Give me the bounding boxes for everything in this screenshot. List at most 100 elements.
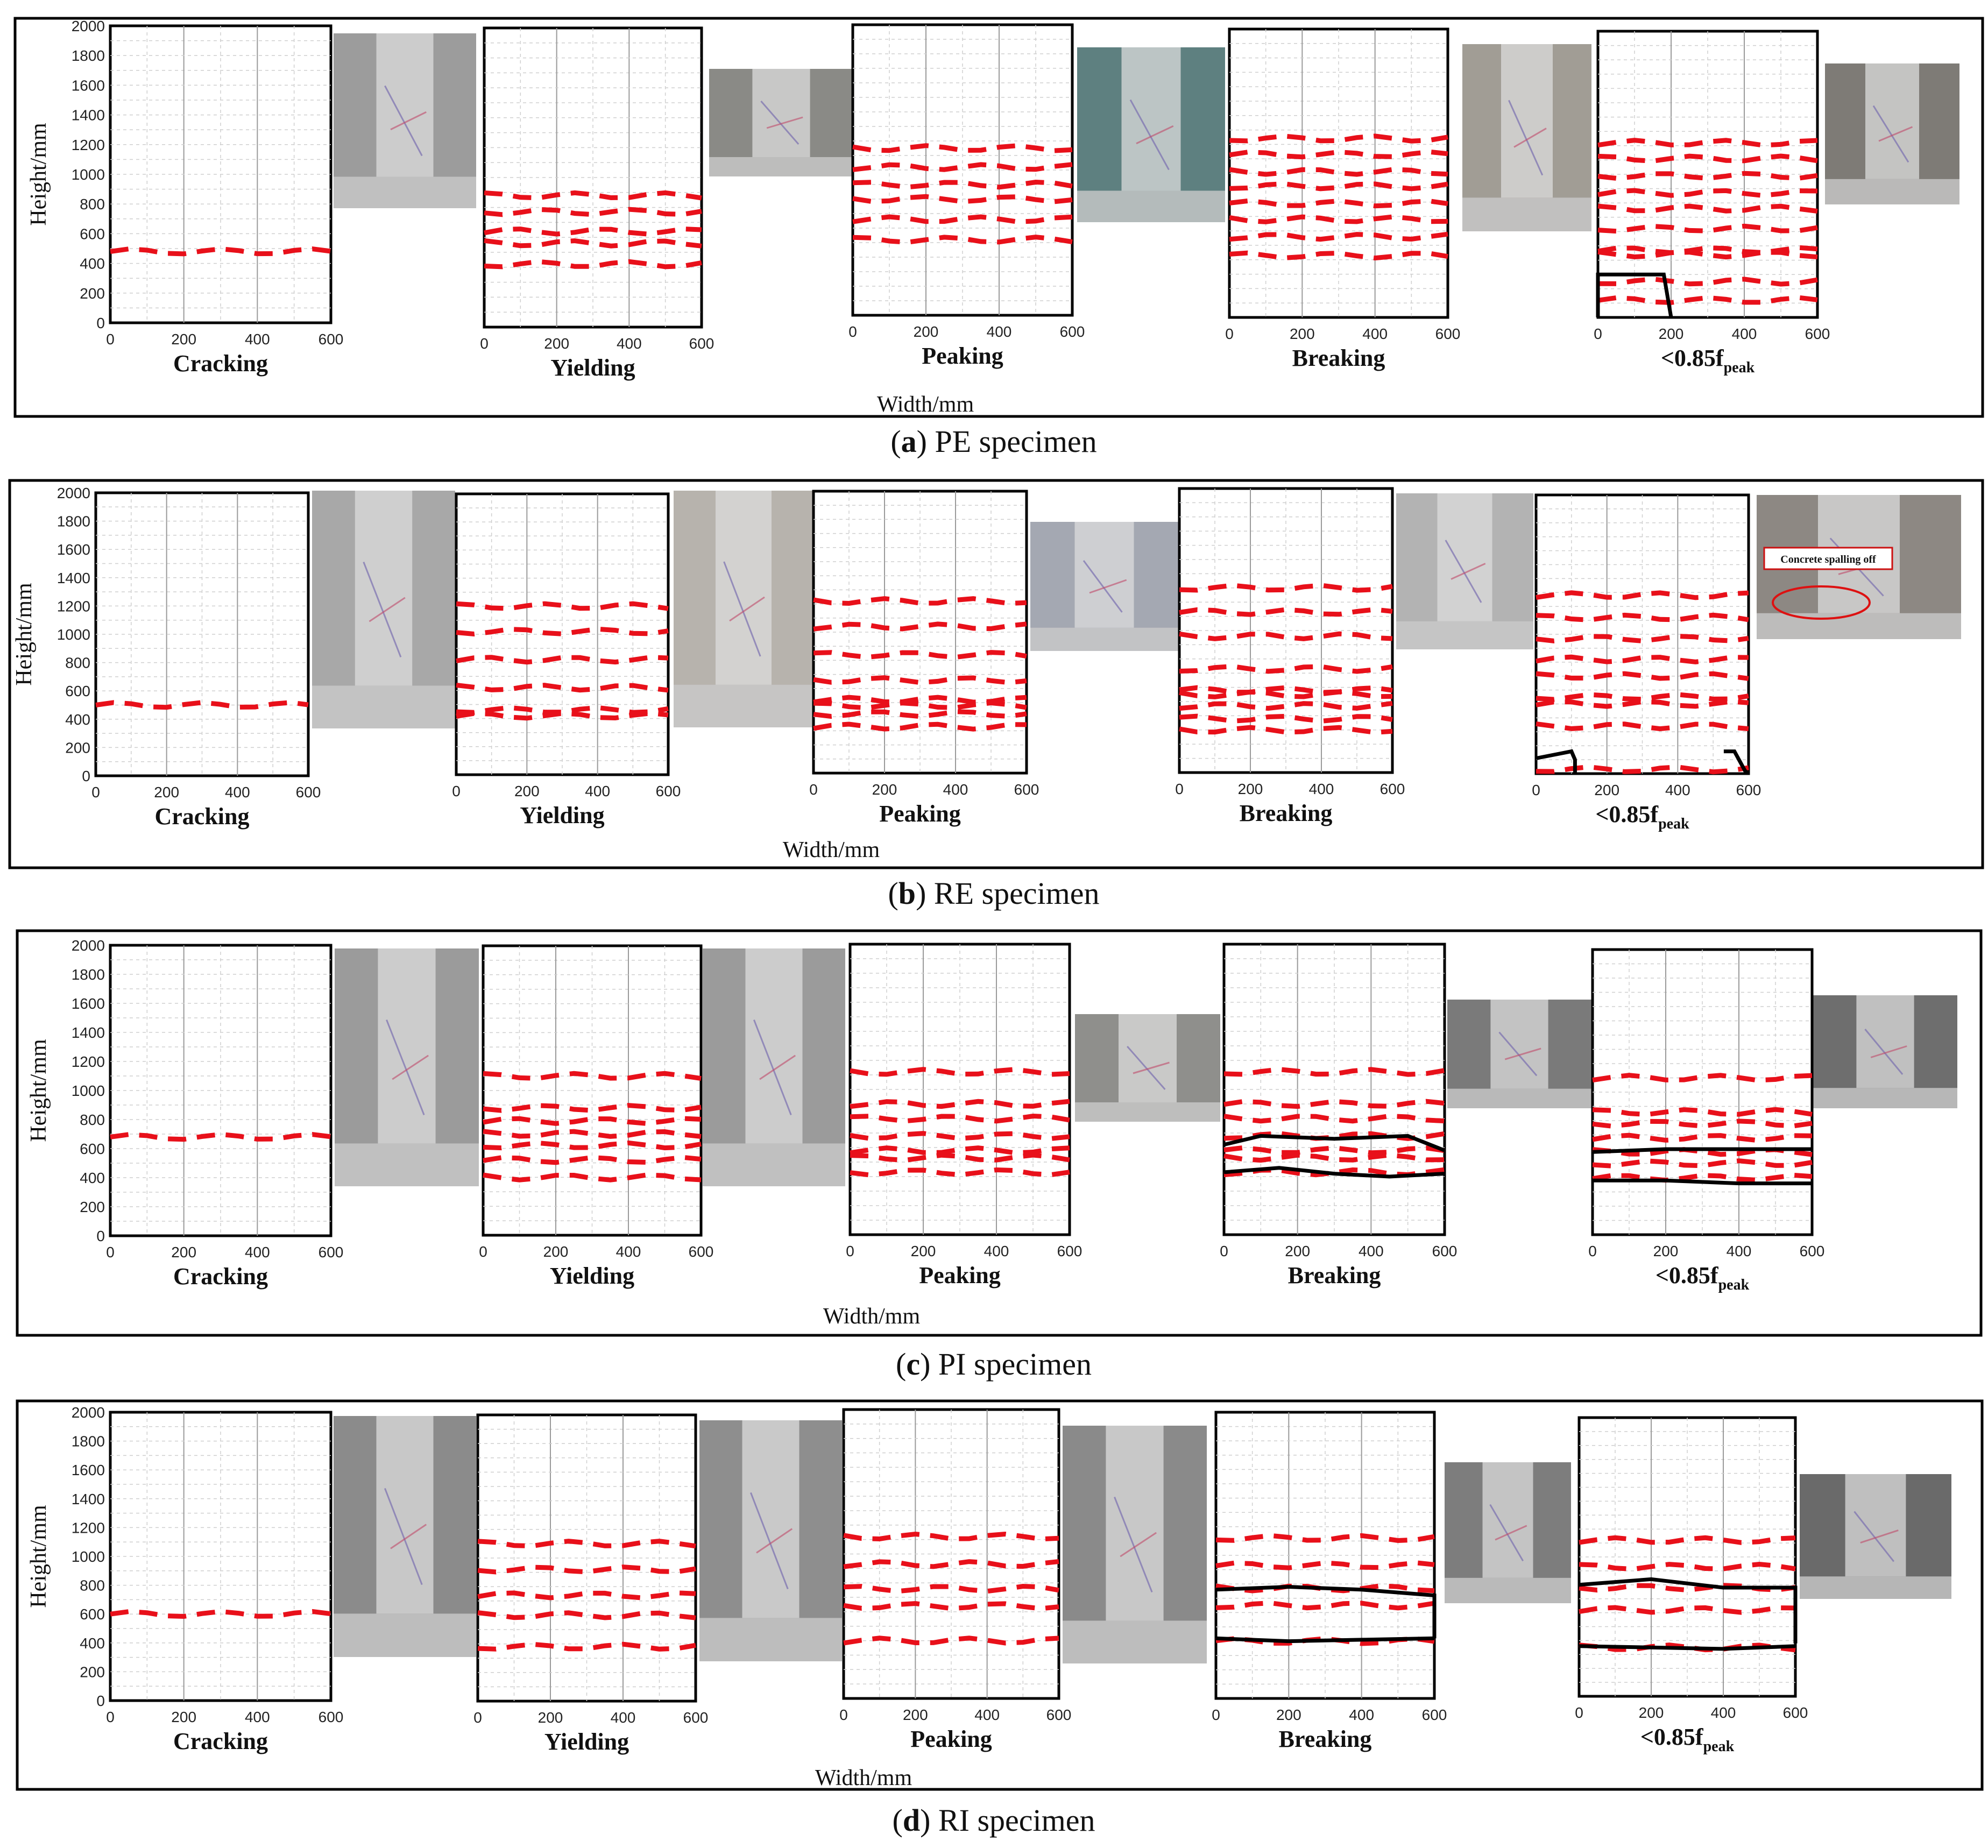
crack-line	[1215, 1560, 1435, 1570]
crack-line	[1579, 1605, 1796, 1615]
x-tick-label: 600	[1435, 325, 1461, 342]
caption-part: b	[899, 876, 916, 911]
crack-line	[1215, 1600, 1435, 1611]
crack-line	[483, 1116, 702, 1126]
crack-line	[1179, 631, 1393, 641]
x-tick-label: 0	[106, 1244, 115, 1261]
x-tick-label: 400	[585, 783, 610, 799]
base-shape	[1813, 1088, 1957, 1108]
crack-line	[1229, 231, 1448, 242]
caption-part: ) RI specimen	[920, 1803, 1095, 1838]
stage-label: <0.85fpeak	[1595, 801, 1689, 832]
marked-crack	[756, 1528, 793, 1554]
crack-line	[1223, 1152, 1445, 1163]
y-tick-label: 800	[80, 196, 105, 213]
crack-line	[1597, 277, 1818, 287]
crack-line	[1223, 1067, 1445, 1077]
crack-line	[852, 214, 1073, 224]
crack-line	[1223, 1099, 1445, 1109]
crack-line	[1579, 1642, 1796, 1653]
crack-line	[483, 1071, 702, 1081]
crack-line	[1592, 1132, 1813, 1143]
crack-line	[110, 1131, 331, 1142]
crack-line	[813, 700, 1027, 711]
stage-label: Yielding	[544, 1729, 629, 1755]
x-tick-label: 200	[872, 781, 897, 798]
marked-crack	[1083, 560, 1123, 613]
column-shape	[376, 1416, 434, 1614]
caption-part: c	[906, 1347, 920, 1382]
stage-label: Yielding	[550, 355, 635, 381]
y-axis-title: Height/mm	[12, 583, 37, 686]
marked-crack	[1498, 1031, 1538, 1077]
crack-line	[1536, 692, 1749, 702]
panel-frame	[8, 479, 1984, 869]
base-shape	[1447, 1088, 1591, 1108]
crack-line	[477, 1564, 696, 1575]
crack-line	[1179, 583, 1393, 593]
y-tick-label: 1800	[72, 1433, 105, 1450]
crack-line	[1592, 1118, 1813, 1129]
x-tick-label: 0	[1594, 325, 1602, 342]
caption-part: (	[890, 424, 901, 459]
stage-label: Cracking	[155, 803, 250, 830]
marked-crack	[1451, 563, 1486, 580]
y-axis-title: Height/mm	[26, 1505, 51, 1608]
y-tick-label: 1000	[72, 166, 105, 183]
x-tick-label: 400	[245, 1244, 270, 1261]
marked-crack	[1489, 1504, 1524, 1562]
crack-line	[1597, 223, 1818, 234]
damage-boundary	[1592, 1147, 1812, 1154]
y-tick-label: 1600	[57, 541, 90, 558]
crack-line	[1597, 153, 1818, 164]
y-tick-label: 1800	[72, 966, 105, 983]
x-tick-label: 0	[1175, 781, 1184, 797]
y-tick-label: 800	[80, 1577, 105, 1594]
crack-line	[484, 238, 702, 249]
panel-frame	[16, 929, 1983, 1337]
x-tick-label: 400	[245, 331, 270, 348]
crack-line	[843, 1601, 1059, 1611]
base-shape	[1445, 1577, 1571, 1603]
y-tick-label: 1000	[72, 1082, 105, 1099]
panel-caption: (d) RI specimen	[893, 1803, 1095, 1838]
crack-line	[813, 621, 1027, 632]
column-shape	[1121, 47, 1181, 191]
crack-line	[813, 721, 1027, 732]
annotation-box	[1763, 547, 1893, 570]
column-shape	[742, 1420, 800, 1618]
damage-boundary	[1215, 1636, 1435, 1644]
x-tick-label: 200	[1285, 1243, 1310, 1259]
marked-crack	[1870, 1045, 1907, 1058]
crack-line	[813, 675, 1027, 685]
x-tick-label: 400	[943, 781, 968, 798]
y-tick-label: 1000	[57, 626, 90, 643]
x-tick-label: 0	[1588, 1243, 1597, 1259]
x-tick-label: 400	[1732, 325, 1757, 342]
crack-line	[843, 1531, 1059, 1542]
y-tick-label: 200	[80, 1199, 105, 1215]
crack-line	[1579, 1535, 1796, 1545]
marked-crack	[1853, 1511, 1895, 1562]
crack-line	[1229, 214, 1448, 224]
y-axis-title: Height/mm	[26, 123, 51, 226]
stage-label: Cracking	[173, 1728, 268, 1754]
y-tick-label: 1200	[72, 1519, 105, 1536]
x-tick-label: 200	[1276, 1707, 1301, 1723]
caption-part: ) PI specimen	[920, 1347, 1092, 1382]
x-tick-label: 200	[1238, 781, 1263, 797]
crack-line	[843, 1559, 1059, 1569]
crack-line	[1536, 633, 1749, 643]
base-shape	[1030, 627, 1178, 651]
base-shape	[312, 685, 455, 728]
x-tick-label: 600	[656, 783, 681, 799]
x-tick-label: 0	[1212, 1707, 1220, 1723]
x-tick-label: 200	[1659, 325, 1684, 342]
ri-failure-photo	[1800, 1474, 1951, 1599]
y-tick-label: 400	[80, 256, 105, 272]
